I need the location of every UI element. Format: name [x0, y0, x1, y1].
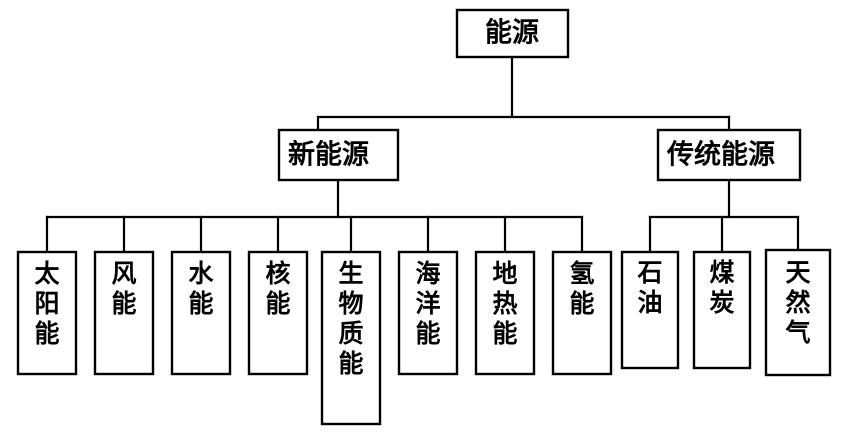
- node-ocean-label-char-2: 能: [415, 319, 440, 348]
- node-ocean-label-char-1: 洋: [415, 289, 440, 318]
- node-solar-label-char-0: 太: [34, 259, 60, 288]
- node-traditional-energy[interactable]: 传统能源: [656, 128, 802, 182]
- node-biomass-label-char-1: 物: [338, 289, 363, 318]
- node-natural-gas[interactable]: 天然气: [764, 248, 832, 377]
- node-hydrogen-label-char-1: 能: [569, 289, 594, 318]
- node-hydro-box: [170, 250, 232, 376]
- node-coal[interactable]: 煤炭: [692, 250, 752, 370]
- node-solar-label-char-2: 能: [34, 319, 59, 348]
- node-oil[interactable]: 石油: [620, 250, 680, 370]
- node-ocean-label-char-0: 海: [415, 259, 440, 288]
- node-coal-label-char-1: 炭: [709, 288, 734, 317]
- node-oil-box: [620, 250, 680, 370]
- node-new-energy-box: [277, 128, 400, 182]
- node-geothermal[interactable]: 地热能: [474, 250, 536, 376]
- node-natural-gas-label-char-1: 然: [785, 288, 810, 317]
- node-new-energy[interactable]: 新能源: [277, 128, 400, 182]
- node-biomass-label-char-2: 质: [338, 319, 363, 348]
- node-energy-box: [455, 8, 570, 59]
- node-coal-box: [692, 250, 752, 370]
- node-geothermal-label-char-2: 能: [492, 319, 517, 348]
- node-natural-gas-label-char-2: 气: [784, 318, 810, 347]
- node-wind-label-char-0: 风: [111, 259, 136, 288]
- node-wind-label-char-1: 能: [111, 289, 136, 318]
- node-solar-label-char-1: 阳: [34, 289, 59, 318]
- node-traditional-energy-box: [656, 128, 802, 182]
- node-hydrogen[interactable]: 氢能: [551, 250, 613, 376]
- node-energy-label: 能源: [485, 17, 539, 49]
- node-energy[interactable]: 能源: [455, 8, 570, 59]
- node-biomass-label-char-3: 能: [338, 349, 363, 378]
- node-hydrogen-label-char-0: 氢: [569, 259, 594, 288]
- node-oil-label-char-1: 油: [637, 288, 662, 317]
- node-wind-box: [93, 250, 155, 376]
- node-natural-gas-label-char-0: 天: [785, 258, 810, 287]
- node-geothermal-label-char-1: 热: [492, 289, 517, 318]
- node-new-energy-label: 新能源: [288, 139, 369, 171]
- node-hydro-label-char-1: 能: [188, 289, 213, 318]
- node-geothermal-box: [474, 250, 536, 376]
- node-natural-gas-box: [764, 248, 832, 377]
- node-biomass-box: [320, 250, 382, 426]
- node-hydro[interactable]: 水能: [170, 250, 232, 376]
- node-nuclear-box: [247, 250, 309, 376]
- connector-lines-group: [45, 55, 800, 254]
- node-biomass-label-char-0: 生: [338, 259, 363, 288]
- node-nuclear-label-char-0: 核: [265, 259, 290, 288]
- node-wind[interactable]: 风能: [93, 250, 155, 376]
- node-coal-label-char-0: 煤: [709, 258, 734, 287]
- node-hydro-label-char-0: 水: [188, 259, 214, 288]
- node-hydrogen-box: [551, 250, 613, 376]
- node-geothermal-label-char-0: 地: [492, 259, 517, 288]
- node-ocean[interactable]: 海洋能: [397, 250, 459, 376]
- node-solar-box: [16, 250, 78, 376]
- node-nuclear[interactable]: 核能: [247, 250, 309, 376]
- node-solar[interactable]: 太阳能: [16, 250, 78, 376]
- node-traditional-energy-label: 传统能源: [666, 139, 775, 171]
- node-ocean-box: [397, 250, 459, 376]
- tree-nodes-group: 能源新能源传统能源太阳能风能水能核能生物质能海洋能地热能氢能石油煤炭天然气: [16, 8, 832, 426]
- node-oil-label-char-0: 石: [636, 258, 662, 287]
- node-nuclear-label-char-1: 能: [265, 289, 290, 318]
